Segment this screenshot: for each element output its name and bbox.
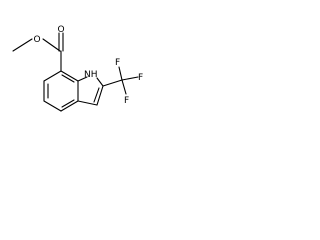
chemical-structure-diagram: O O NH F F F — [12, 25, 144, 112]
bond-c4-c5 — [43, 100, 62, 112]
bond-c7a-n — [77, 76, 88, 82]
bond-c3-c3a — [77, 100, 98, 106]
bond-cf3-f-bottom — [121, 79, 127, 95]
bond-cf3-f-top — [118, 66, 123, 81]
atom-label-f-right: F — [138, 73, 143, 83]
bond-inner-c3a-c4 — [61, 99, 75, 108]
atom-label-f-bottom: F — [124, 96, 129, 106]
bond-c6-c7 — [43, 70, 62, 82]
bond-cf3-f-right — [121, 76, 139, 81]
atom-label-nh: NH — [84, 70, 98, 80]
atom-label-f-top: F — [115, 58, 120, 68]
bond-c2-c3-double — [93, 87, 100, 103]
bond-n-c2 — [96, 77, 104, 87]
bond-c7-c7a — [60, 70, 79, 82]
atom-labels: O O NH F F F — [34, 25, 144, 106]
atom-label-methyl-oxygen: O — [34, 35, 41, 45]
bond-oxygen-carbonyl — [42, 38, 61, 52]
atom-label-carbonyl-oxygen: O — [58, 25, 65, 35]
bond-c3a-c4 — [60, 100, 79, 112]
bond-c2-cf3 — [102, 79, 123, 87]
bond-methyl-oxygen — [12, 38, 33, 52]
bond-c2-c3 — [96, 85, 104, 106]
bond-lines — [12, 32, 139, 112]
bond-inner-c7-c7a — [61, 74, 75, 83]
